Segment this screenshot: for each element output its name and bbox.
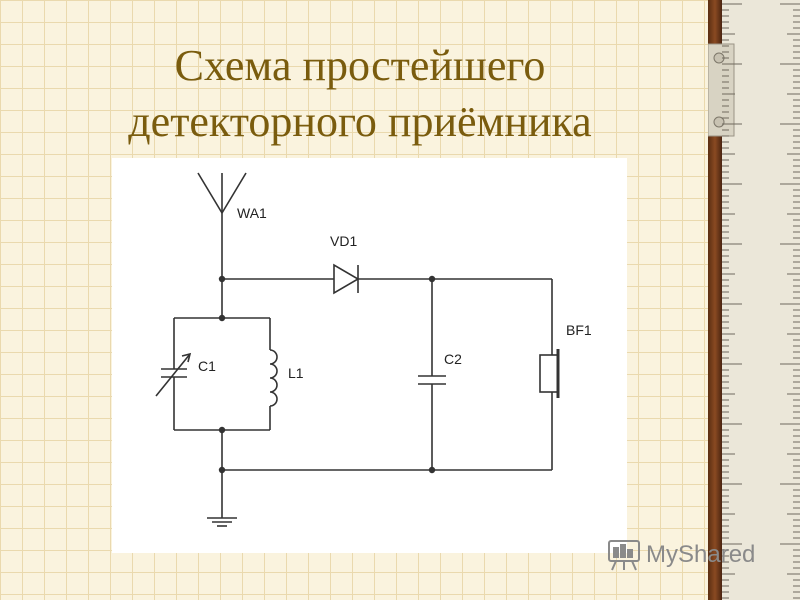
ruler-decoration — [708, 0, 800, 600]
variable-capacitor-symbol — [155, 318, 192, 430]
junction-dot — [218, 275, 226, 283]
watermark-text: MyShared — [646, 541, 756, 568]
circuit-schematic: WA1 VD1 C1 L1 C2 BF1 — [155, 172, 592, 527]
headphone-symbol — [539, 279, 560, 470]
antenna-symbol — [197, 172, 247, 279]
junction-dot — [218, 426, 226, 434]
ground-symbol — [207, 517, 237, 527]
circuit-diagram-panel: WA1 VD1 C1 L1 C2 BF1 — [112, 158, 627, 553]
junction-dot — [428, 466, 436, 474]
label-headphone: BF1 — [566, 322, 592, 338]
label-variable-capacitor: C1 — [198, 358, 216, 374]
junction-dot — [218, 466, 226, 474]
presentation-board-icon — [608, 540, 640, 571]
junction-dot — [428, 275, 436, 283]
diode-symbol — [333, 263, 360, 295]
watermark: MyShared — [606, 538, 755, 572]
label-capacitor: C2 — [444, 351, 462, 367]
label-diode: VD1 — [330, 233, 357, 249]
junction-dot — [218, 314, 226, 322]
slide-title-line-2: детекторного приёмника — [128, 97, 592, 146]
label-antenna: WA1 — [237, 205, 267, 221]
slide-title: Схема простейшего детекторного приёмника — [60, 38, 660, 150]
slide-title-line-1: Схема простейшего — [174, 41, 546, 90]
inductor-symbol — [269, 318, 278, 430]
capacitor-symbol — [418, 279, 446, 470]
label-inductor: L1 — [288, 365, 304, 381]
